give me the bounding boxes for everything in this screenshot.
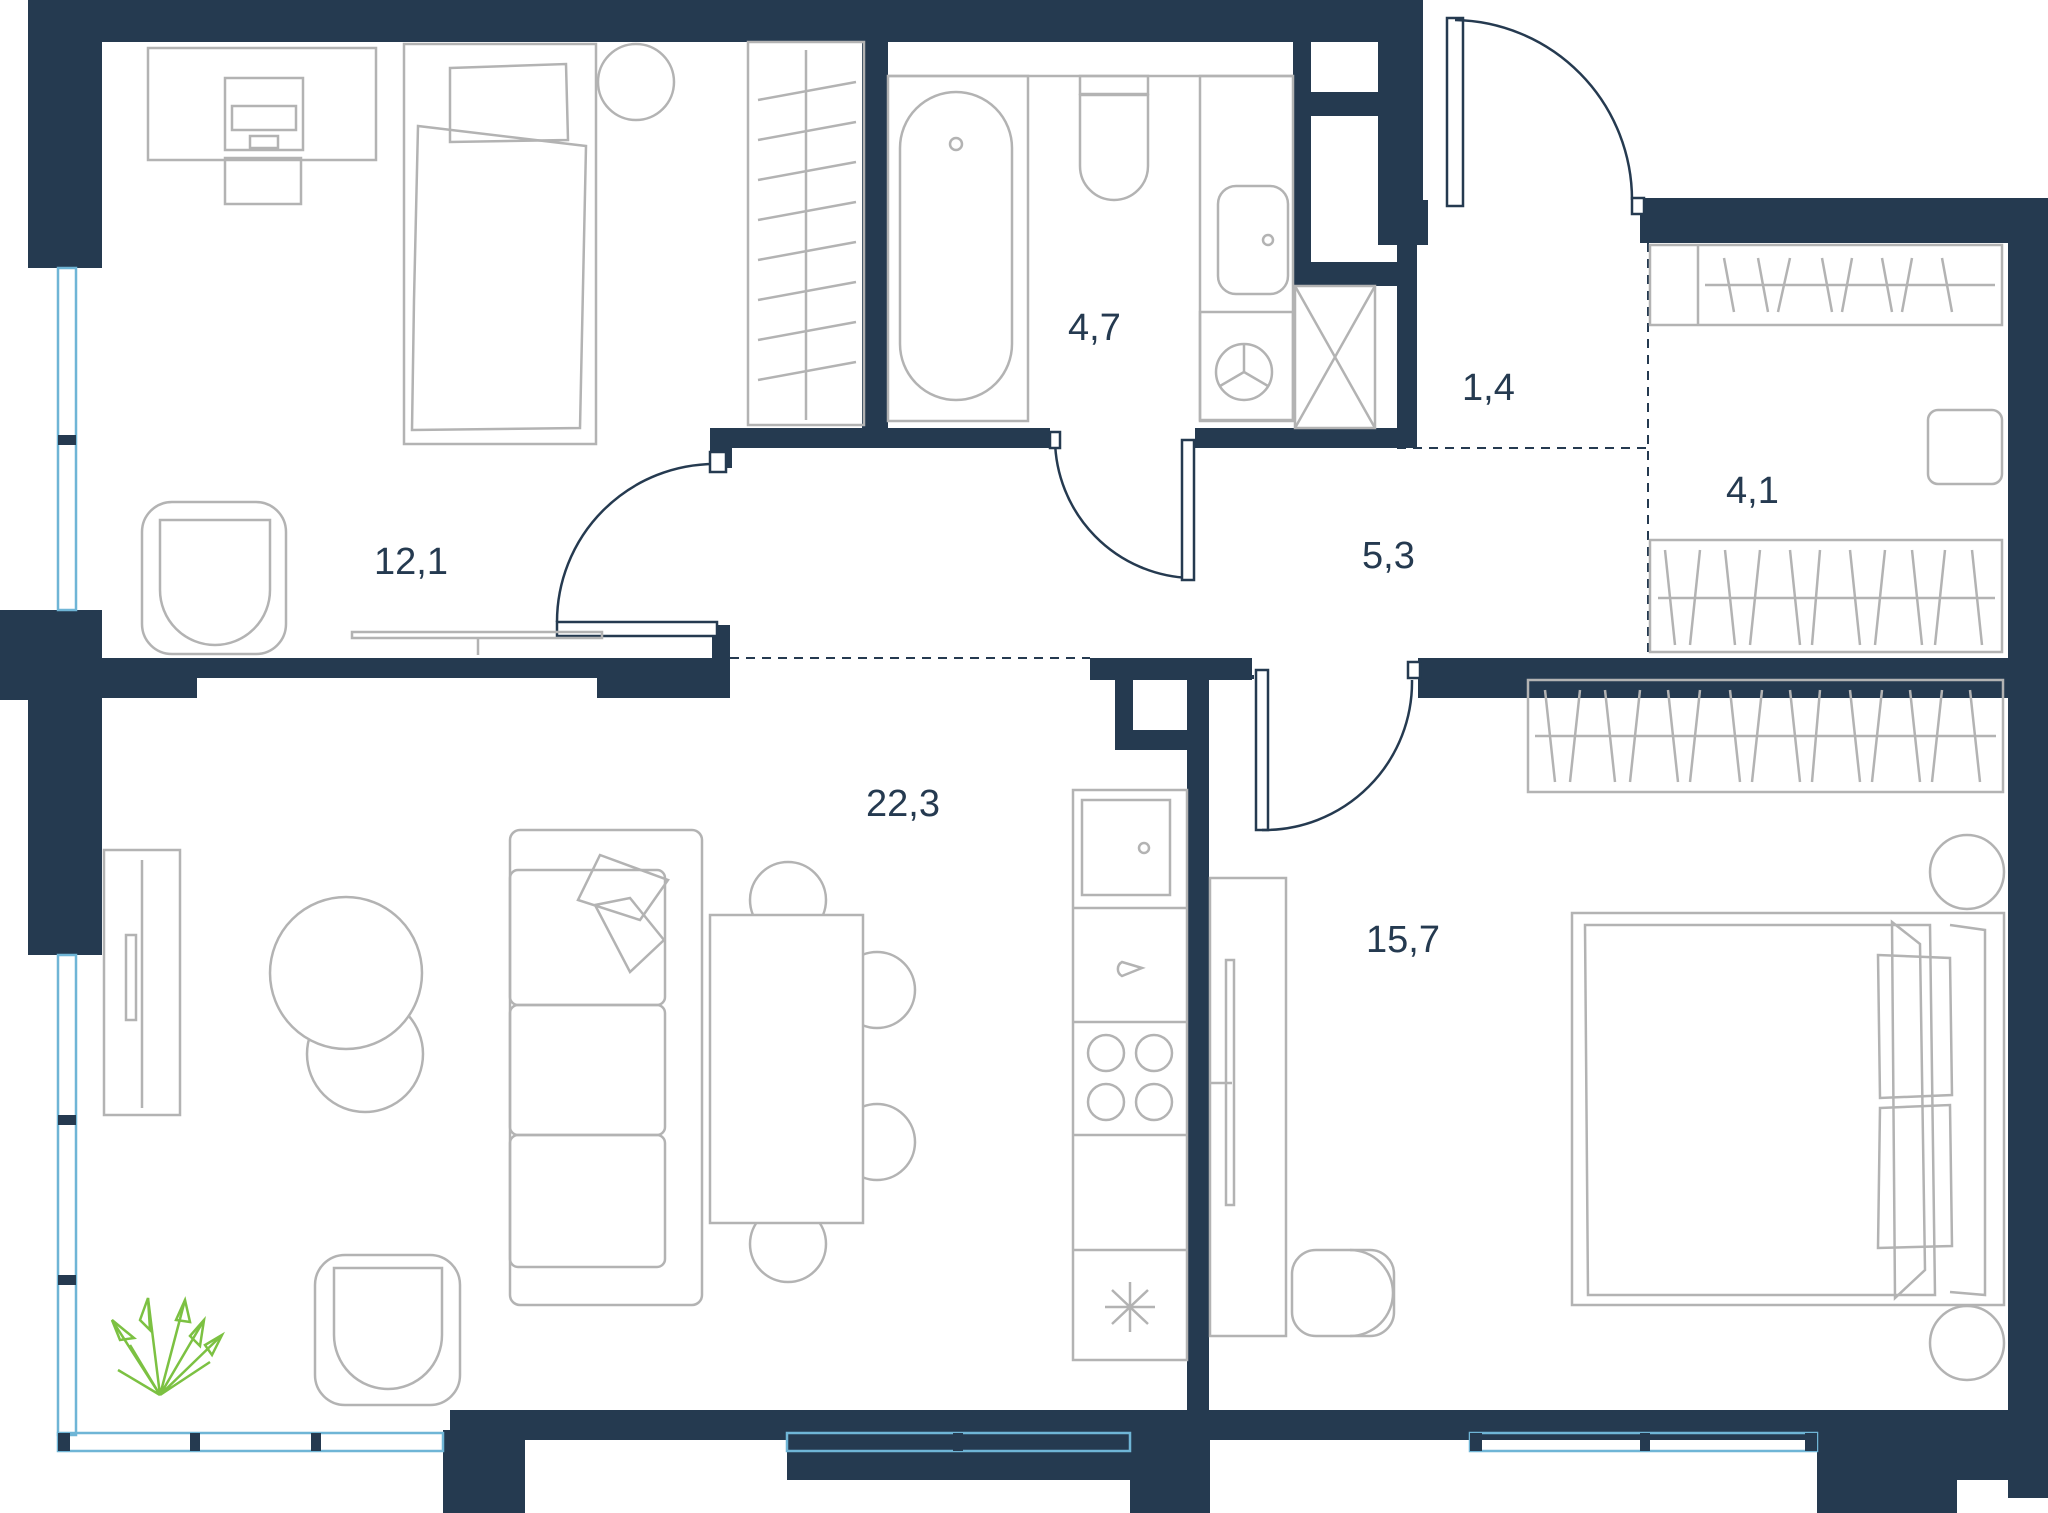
- wall-top-right: [1640, 198, 2048, 243]
- master-bedroom-furniture: [1208, 678, 2006, 1382]
- wall-partition-stub-left: [75, 658, 197, 698]
- duvet: [410, 124, 588, 432]
- doors: [555, 16, 1649, 832]
- window-bottom-left: [56, 1431, 445, 1453]
- window-cutout-1: [525, 1440, 787, 1513]
- entry-door-swing: [1454, 18, 1634, 201]
- single-bed: [402, 42, 598, 446]
- sink-counter: [1198, 74, 1295, 423]
- wall-partition-stub-right: [597, 658, 730, 698]
- wall-kitchen-niche-bottom: [1115, 730, 1187, 750]
- wardrobe-master: [1526, 678, 2005, 794]
- wardrobe-bottom: [1648, 538, 2004, 654]
- plant-icon: [110, 1296, 226, 1397]
- wardrobe-small: [746, 40, 866, 427]
- wall-bottom-pier-3: [1817, 1430, 1957, 1513]
- wardrobe-pouf: [1926, 408, 2004, 486]
- tv-stand: [102, 848, 182, 1117]
- master-door-leaf: [1254, 668, 1270, 832]
- desk-chair: [223, 156, 303, 206]
- wall-kitchen-niche: [1115, 658, 1133, 750]
- fridge-snowflake-icon: [1105, 1282, 1155, 1332]
- nightstand-round: [596, 42, 676, 122]
- kitchen-sink-icon: [1080, 798, 1172, 897]
- monitor: [223, 76, 305, 152]
- bedroom-door-swing: [555, 462, 716, 623]
- wall-bath-bottom-left: [710, 428, 1050, 448]
- bathtub-icon: [898, 90, 1014, 402]
- wall-bottom-pier-2: [1130, 1430, 1210, 1513]
- wall-living-bedroom: [1187, 675, 1209, 1470]
- room-area-entrance-vestibule: 1,4: [1462, 367, 1515, 409]
- wall-bath-left: [862, 30, 888, 445]
- bathroom-door-swing: [1053, 439, 1191, 580]
- sofa-icon: [508, 828, 704, 1307]
- bedroom-door-leaf: [555, 620, 719, 638]
- bathroom-door-leaf: [1180, 438, 1196, 582]
- entry-door-leaf: [1445, 16, 1465, 208]
- shower-icon: [1293, 284, 1377, 430]
- armchair: [140, 500, 288, 656]
- armchair-living: [313, 1253, 462, 1407]
- master-door-swing: [1261, 679, 1414, 832]
- wall-vestibule-left: [1397, 205, 1417, 448]
- room-area-bathroom: 4,7: [1068, 307, 1121, 349]
- coffee-table: [268, 895, 424, 1051]
- wall-shaft-bottom: [1293, 262, 1397, 286]
- master-chair: [1290, 1248, 1396, 1338]
- wall-shaft-mid: [1293, 92, 1383, 116]
- wall-partition-bedroom-living: [75, 658, 730, 678]
- windows: [56, 266, 1819, 1453]
- pillow-master-2: [1876, 1103, 1954, 1250]
- wall-shaft-left: [1293, 30, 1311, 285]
- nightstand-bottom: [1928, 1304, 2006, 1382]
- wall-door-jamb-bedroom: [712, 625, 730, 698]
- living-kitchen-furniture: [102, 788, 1189, 1407]
- wardrobe-room-furniture: [1648, 243, 2004, 654]
- pillow-icon: [448, 62, 570, 144]
- wall-left-middle: [28, 700, 102, 955]
- wall-bath-bottom-right: [1195, 428, 1397, 448]
- wall-left-upper: [28, 0, 102, 268]
- cushion-icon: [576, 853, 670, 922]
- room-area-bedroom-small: 12,1: [374, 541, 448, 583]
- sink-icon: [1216, 184, 1290, 296]
- room-area-bedroom-master: 15,7: [1366, 919, 1440, 961]
- tv-console: [1208, 876, 1288, 1338]
- window-left-lower: [56, 953, 78, 1437]
- room-area-living-kitchen: 22,3: [866, 783, 940, 825]
- small-bedroom-furniture: [140, 40, 866, 656]
- wall-right: [2008, 198, 2048, 1498]
- desk: [146, 46, 378, 162]
- tv-icon: [124, 933, 138, 1022]
- stove-burner-icon: [1086, 1033, 1126, 1073]
- double-duvet: [1583, 923, 1937, 1297]
- wall-top: [28, 0, 1423, 42]
- pillow-master-1: [1876, 953, 1954, 1100]
- wall-master-top: [1418, 658, 2008, 698]
- kitchen-tap-icon: [1116, 960, 1146, 978]
- nightstand-top: [1928, 833, 2006, 911]
- room-area-hallway: 5,3: [1362, 535, 1415, 577]
- wall-master-jamb: [1209, 675, 1254, 679]
- bathroom-furniture: [886, 74, 1377, 430]
- wardrobe-top: [1648, 243, 2004, 327]
- room-area-wardrobe: 4,1: [1726, 470, 1779, 512]
- toilet-icon: [1078, 93, 1150, 202]
- area-labels: 12,1 4,7 1,4 4,1 5,3 22,3 15,7: [374, 307, 1779, 961]
- kitchen-counter: [1071, 788, 1189, 1362]
- dining-table: [708, 913, 865, 1225]
- wall-bottom-pier-1: [443, 1430, 525, 1513]
